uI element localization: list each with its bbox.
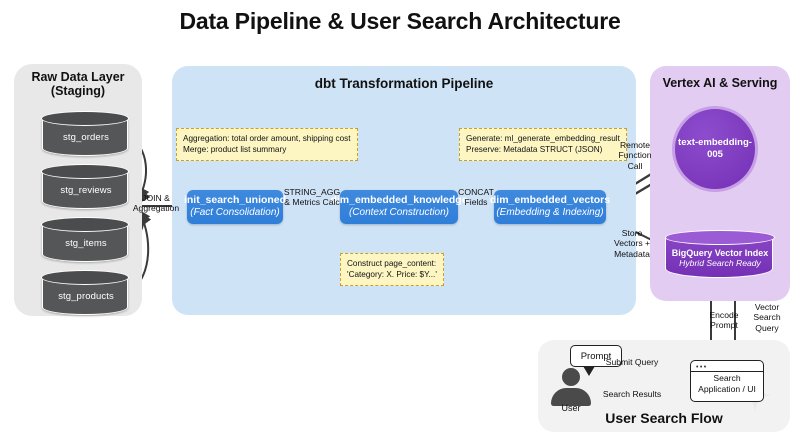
- page-title: Data Pipeline & User Search Architecture: [179, 8, 621, 34]
- search-application-window[interactable]: ••• Search Application / UI: [690, 360, 764, 402]
- model-box-init-search-unioned[interactable]: init_search_unioned (Fact Consolidation): [184, 190, 286, 224]
- prompt-bubble: Prompt: [570, 345, 622, 367]
- edge-label-store-vectors-metadata: Store Vectors + Metadata: [613, 228, 651, 259]
- cylinder-top-icon: [41, 111, 130, 127]
- user-search-flow-title: User Search Flow: [605, 410, 723, 426]
- edge-label-encode-prompt: Encode Prompt: [709, 310, 739, 331]
- edge-label-string-agg: STRING_AGG & Metrics Calc: [283, 187, 341, 208]
- vertex-panel-title: Vertex AI & Serving: [662, 76, 778, 90]
- cylinder-top-icon: [41, 217, 130, 233]
- staging-table-stg-items[interactable]: stg_items: [41, 217, 130, 262]
- edge-label-remote-function-call: Remote Function Call: [618, 140, 652, 171]
- staging-table-stg-orders[interactable]: stg_orders: [41, 111, 130, 156]
- user-avatar-icon: [549, 368, 593, 406]
- user-label: User: [561, 403, 581, 413]
- cylinder-top-icon: [41, 164, 130, 180]
- cylinder-top-icon: [41, 270, 130, 286]
- prompt-bubble-tail-icon: [583, 366, 595, 376]
- model-box-dim-embedded-vectors[interactable]: dim_embedded_vectors (Embedding & Indexi…: [490, 190, 610, 224]
- staging-table-stg-reviews[interactable]: stg_reviews: [41, 164, 130, 209]
- avatar-head-icon: [562, 368, 580, 386]
- edge-label-concat-fields: CONCAT Fields: [458, 187, 494, 208]
- edge-label-search-results: Search Results: [602, 389, 662, 399]
- model-box-dim-embedded-knowledge[interactable]: dim_embedded_knowledge (Context Construc…: [330, 190, 468, 224]
- embedding-model-label: text-embedding- 005: [678, 137, 752, 160]
- window-dots-icon: •••: [696, 364, 708, 371]
- staging-table-stg-products[interactable]: stg_products: [41, 270, 130, 315]
- search-application-label: Search Application / UI: [698, 373, 756, 394]
- cylinder-top-icon: [664, 229, 775, 245]
- edge-label-join-aggregation: JOIN & Aggregation: [132, 193, 180, 214]
- dbt-panel-title: dbt Transformation Pipeline: [314, 76, 494, 91]
- bigquery-vector-index-node[interactable]: BigQuery Vector Index Hybrid Search Read…: [664, 229, 775, 278]
- text-embedding-model-node[interactable]: text-embedding- 005: [672, 106, 758, 192]
- edge-label-submit-query: Submit Query: [605, 357, 659, 367]
- page-content-note: Construct page_content: 'Category: X. Pr…: [340, 253, 444, 286]
- avatar-body-icon: [551, 388, 591, 406]
- generate-note: Generate: ml_generate_embedding_result P…: [459, 128, 627, 161]
- edge-label-vector-search-query: Vector Search Query: [753, 302, 781, 333]
- raw-data-layer-title: Raw Data Layer (Staging): [31, 70, 125, 99]
- aggregation-note: Aggregation: total order amount, shippin…: [176, 128, 358, 161]
- window-titlebar: •••: [691, 361, 763, 372]
